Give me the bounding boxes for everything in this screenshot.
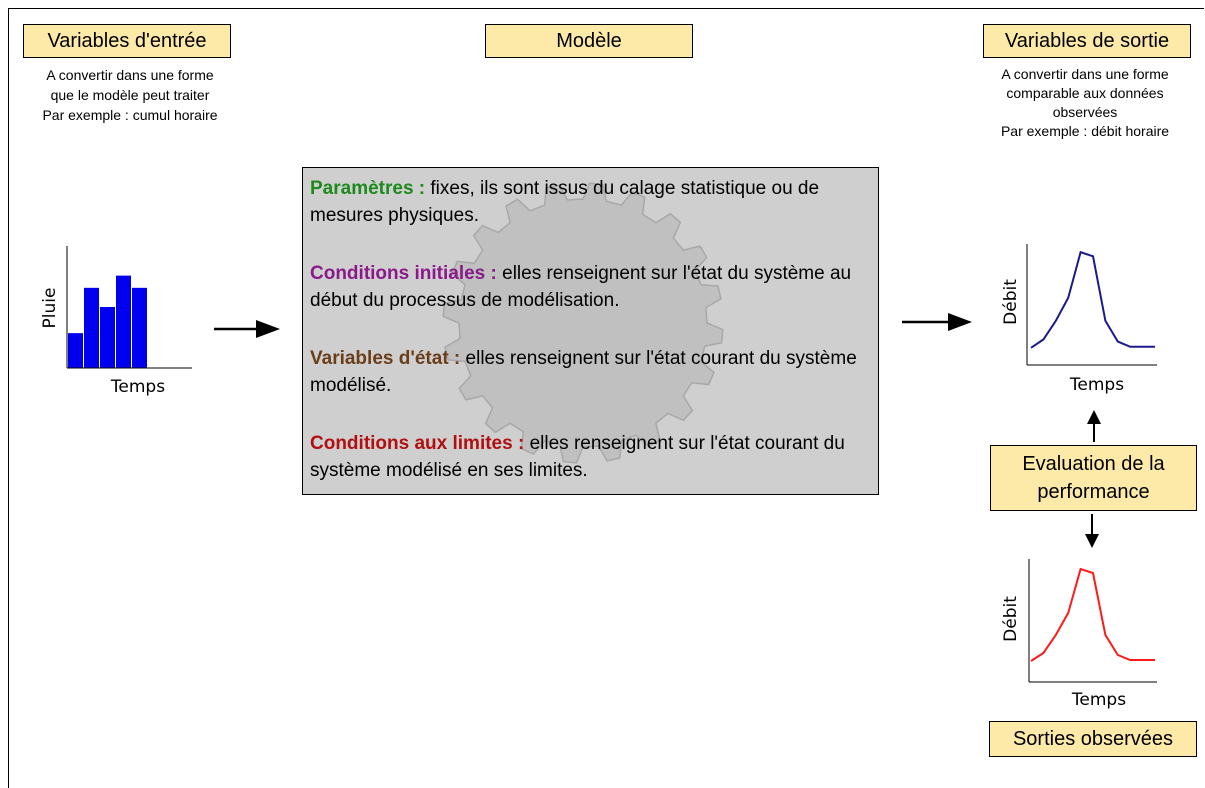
gear-icon: [442, 182, 724, 464]
rain-bar: [132, 287, 147, 368]
arrow-up-to-output: [1087, 410, 1101, 442]
model-item-conditions-initiales: Conditions initiales : elles renseignent…: [310, 260, 880, 314]
rain-bar: [100, 307, 115, 368]
arrow-model-to-output: [902, 313, 972, 331]
obs-x-label: Temps: [1071, 690, 1126, 710]
observed-flow-chart: Temps Débit: [1001, 559, 1157, 710]
rain-x-label: Temps: [110, 377, 165, 397]
model-item-text: elles renseignent sur l'état courant du …: [310, 433, 845, 481]
model-item-label: Conditions initiales :: [310, 263, 497, 284]
arrow-input-to-model: [214, 320, 280, 338]
model-item-text: elles renseignent sur l'état courant du …: [310, 348, 857, 396]
model-item-parametres: Paramètres : fixes, ils sont issus du ca…: [310, 175, 880, 229]
model-item-label: Variables d'état :: [310, 348, 461, 369]
obs-y-label: Débit: [1001, 596, 1021, 642]
observed-outputs-title: Sorties observées: [989, 721, 1197, 757]
model-item-variables-etat: Variables d'état : elles renseignent sur…: [310, 345, 880, 399]
model-box: Paramètres : fixes, ils sont issus du ca…: [302, 167, 879, 495]
observed-flow-line: [1030, 567, 1155, 662]
simulated-flow-chart: Temps Débit: [1001, 244, 1157, 395]
rain-bar: [68, 333, 83, 368]
rain-bar: [116, 275, 131, 368]
output-variables-title: Variables de sortie: [983, 24, 1191, 58]
sim-x-label: Temps: [1069, 375, 1124, 395]
performance-evaluation-box: Evaluation de la performance: [990, 445, 1197, 511]
rain-chart: Temps Pluie: [40, 246, 192, 397]
model-title: Modèle: [485, 24, 693, 58]
rain-bar: [84, 287, 99, 368]
output-variables-note: A convertir dans une forme comparable au…: [1000, 66, 1170, 139]
input-variables-title: Variables d'entrée: [23, 24, 231, 58]
arrow-down-to-observed: [1085, 514, 1099, 548]
model-item-conditions-limites: Conditions aux limites : elles renseigne…: [310, 430, 880, 484]
input-variables-note: A convertir dans une forme que le modèle…: [42, 67, 218, 123]
sim-y-label: Débit: [1001, 279, 1021, 325]
model-item-text: elles renseignent sur l'état du système …: [310, 263, 852, 311]
model-item-label: Paramètres :: [310, 178, 426, 199]
model-item-text: fixes, ils sont issus du calage statisti…: [310, 178, 820, 226]
simulated-flow-line: [1030, 250, 1155, 349]
rain-y-label: Pluie: [40, 288, 60, 329]
diagram-frame: [8, 8, 1204, 788]
model-item-label: Conditions aux limites :: [310, 433, 525, 454]
